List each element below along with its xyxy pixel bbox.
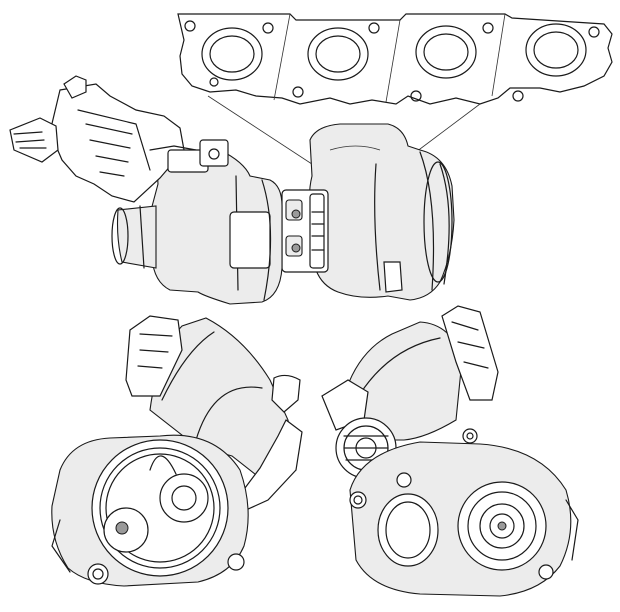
turbocharger-side-view [9,75,481,305]
turbocharger-compressor-end-view [51,315,303,587]
wastegate-actuator [9,75,229,203]
flange-port-4 [525,23,587,77]
flange-bolt-holes [184,20,600,102]
flange-port-1 [201,27,263,81]
turbine-housing-side [308,123,455,301]
turbocharger-turbine-end-view [321,305,579,597]
flange-port-2 [307,27,369,81]
flange-port-3 [415,25,477,79]
exhaust-manifold-flange [177,13,613,105]
compressor-housing-side [111,149,283,305]
center-bearing-housing [281,189,329,273]
